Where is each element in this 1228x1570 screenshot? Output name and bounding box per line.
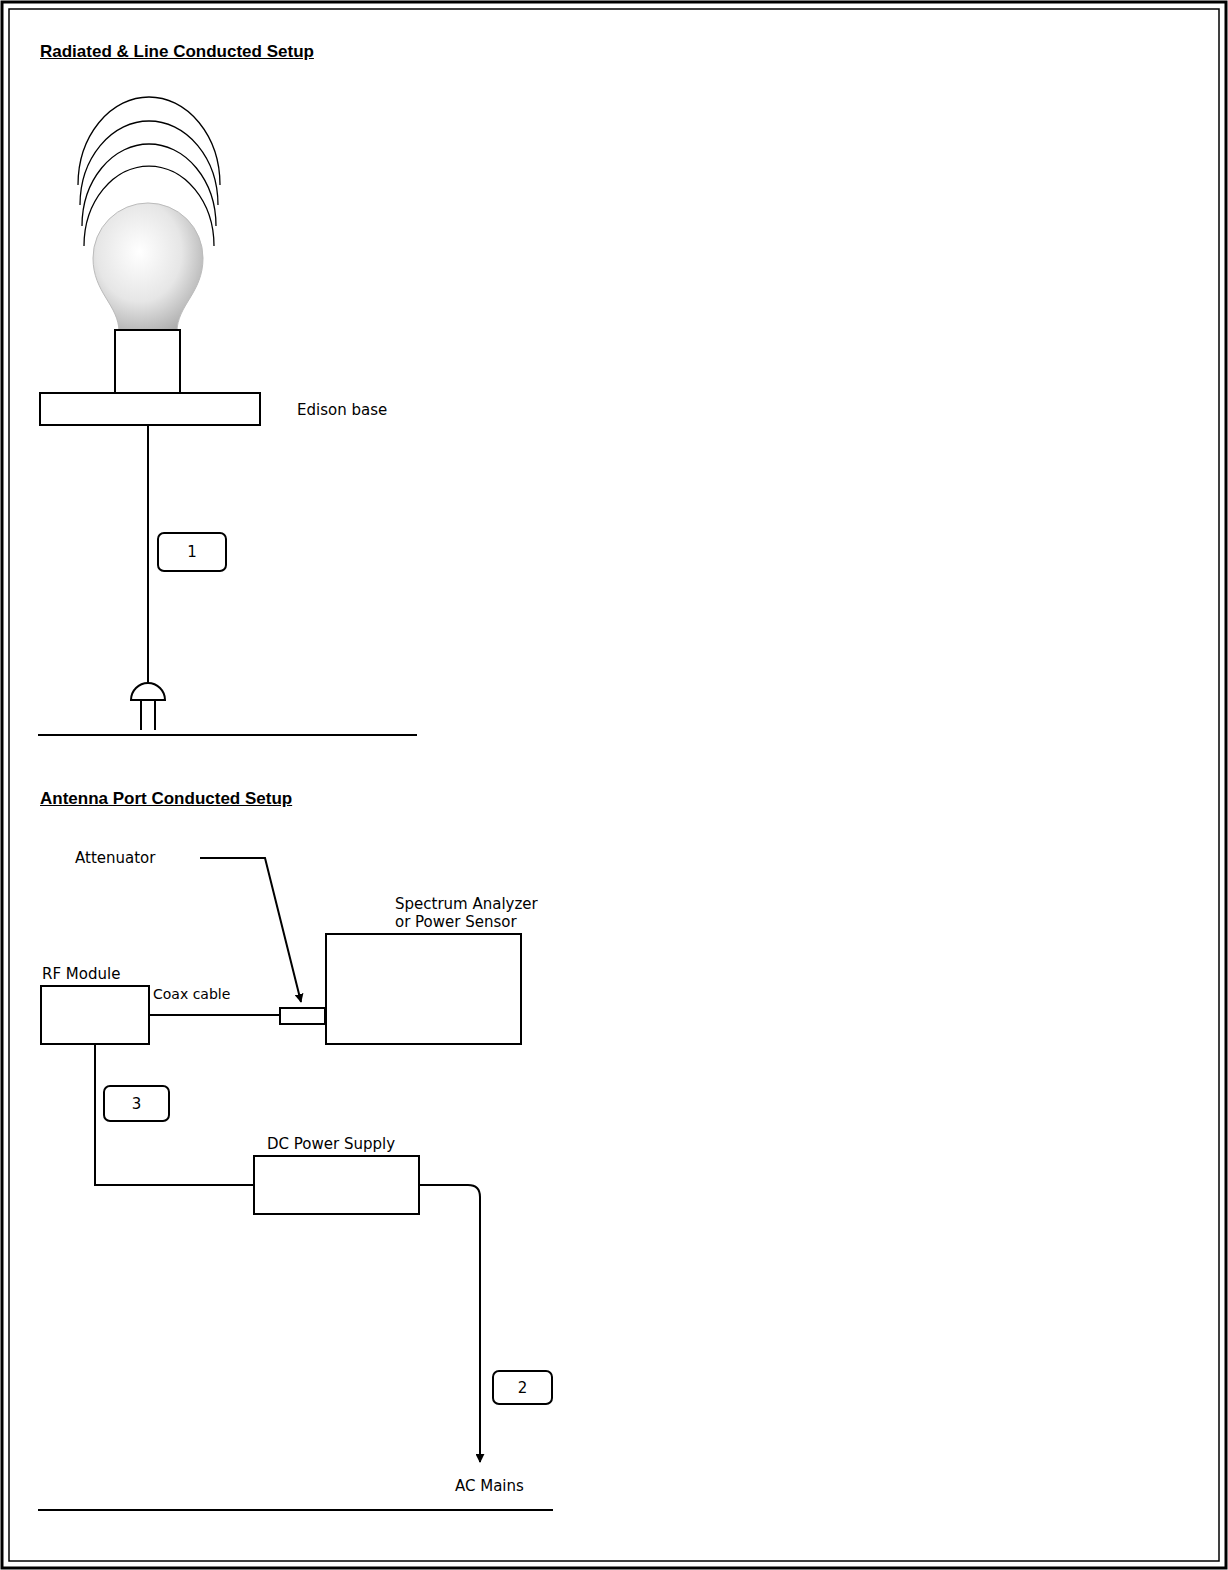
part-label: Attenuator	[75, 849, 155, 867]
bulb-socket	[115, 330, 180, 393]
frame-inner	[9, 9, 1219, 1561]
attenuator	[280, 1008, 325, 1024]
callout-number: 2	[492, 1370, 553, 1405]
power-cord	[147, 425, 149, 683]
box-heading: RF Module	[42, 965, 120, 983]
plug-prong	[154, 700, 156, 730]
callout-number: 1	[157, 532, 227, 572]
section-rule	[38, 734, 417, 736]
box-heading: DC Power Supply	[267, 1135, 395, 1153]
instrument-box: Spectrum Analyzer or Power Sensor	[325, 933, 522, 1045]
wire	[95, 1045, 253, 1185]
part-label: Edison base	[297, 401, 387, 419]
mains-cord	[420, 1185, 480, 1462]
module-box: RF Module	[40, 985, 150, 1045]
plug-prong	[140, 700, 142, 730]
callout-text: 3	[132, 1095, 142, 1113]
callout-text: 1	[187, 543, 197, 561]
leader-line	[200, 858, 301, 1002]
edison-base	[40, 393, 260, 425]
section-heading: Antenna Port Conducted Setup	[40, 789, 292, 809]
light-bulb	[93, 203, 203, 332]
section-heading: Radiated & Line Conducted Setup	[40, 42, 314, 62]
part-label: AC Mains	[455, 1477, 524, 1495]
callout-number: 3	[103, 1085, 170, 1122]
box-heading: Spectrum Analyzer or Power Sensor	[395, 895, 545, 931]
callout-text: 2	[518, 1379, 528, 1397]
section-rule	[38, 1509, 553, 1511]
power-supply-box: DC Power Supply	[253, 1155, 420, 1215]
plug	[131, 683, 165, 700]
cable-label: Coax cable	[152, 986, 231, 1003]
